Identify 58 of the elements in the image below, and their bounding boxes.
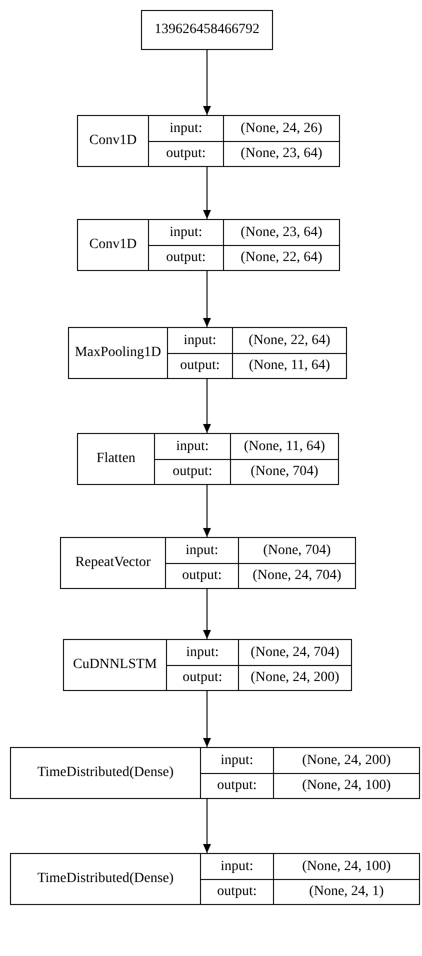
port-label: output: xyxy=(167,353,232,378)
arrow xyxy=(203,484,211,538)
port-label: output: xyxy=(165,563,238,588)
layer-box xyxy=(10,747,420,799)
layer-box xyxy=(77,115,340,167)
shape-value: (None, 24, 200) xyxy=(273,748,419,773)
layer-name: TimeDistributed(Dense) xyxy=(36,870,175,888)
shape-value: (None, 22, 64) xyxy=(232,328,346,353)
shape-value: (None, 23, 64) xyxy=(223,220,339,245)
port-label: input: xyxy=(167,328,232,353)
layer-name: Conv1D xyxy=(88,236,138,254)
shape-value: (None, 24, 200) xyxy=(238,665,351,690)
layer-name: RepeatVector xyxy=(74,554,152,572)
layer-box xyxy=(63,639,352,691)
layer-name: 139626458466792 xyxy=(154,21,260,39)
port-label: input: xyxy=(148,220,223,245)
shape-value: (None, 24, 1) xyxy=(273,879,419,904)
shape-value: (None, 22, 64) xyxy=(223,245,339,270)
shape-value: (None, 704) xyxy=(238,538,355,563)
port-label: output: xyxy=(200,773,273,798)
layer-box xyxy=(141,10,273,50)
shape-value: (None, 24, 100) xyxy=(273,773,419,798)
port-label: input: xyxy=(154,434,230,459)
layer-box xyxy=(68,327,347,379)
port-label: output: xyxy=(148,245,223,270)
layer-name: CuDNNLSTM xyxy=(72,656,158,674)
port-label: output: xyxy=(200,879,273,904)
port-label: input: xyxy=(200,748,273,773)
layer-box xyxy=(60,537,356,589)
shape-value: (None, 24, 100) xyxy=(273,854,419,879)
shape-value: (None, 11, 64) xyxy=(230,434,338,459)
arrow xyxy=(203,690,211,748)
shape-value: (None, 24, 704) xyxy=(238,563,355,588)
shape-value: (None, 704) xyxy=(230,459,338,484)
shape-value: (None, 11, 64) xyxy=(232,353,346,378)
layer-box xyxy=(10,853,420,905)
shape-value: (None, 24, 704) xyxy=(238,640,351,665)
layer-name: TimeDistributed(Dense) xyxy=(36,764,175,782)
arrow xyxy=(203,588,211,640)
arrow xyxy=(203,50,211,116)
port-label: input: xyxy=(148,116,223,141)
layer-name: MaxPooling1D xyxy=(74,344,162,362)
port-label: output: xyxy=(166,665,238,690)
shape-value: (None, 24, 26) xyxy=(223,116,339,141)
shape-value: (None, 23, 64) xyxy=(223,141,339,166)
port-label: output: xyxy=(148,141,223,166)
layer-name: Conv1D xyxy=(88,132,138,150)
arrow xyxy=(203,378,211,434)
port-label: input: xyxy=(200,854,273,879)
arrow xyxy=(203,270,211,328)
port-label: output: xyxy=(154,459,230,484)
port-label: input: xyxy=(166,640,238,665)
layer-box xyxy=(77,219,340,271)
arrow xyxy=(203,798,211,854)
layer-box xyxy=(77,433,339,485)
port-label: input: xyxy=(165,538,238,563)
arrow xyxy=(203,166,211,220)
layer-name: Flatten xyxy=(96,450,136,468)
